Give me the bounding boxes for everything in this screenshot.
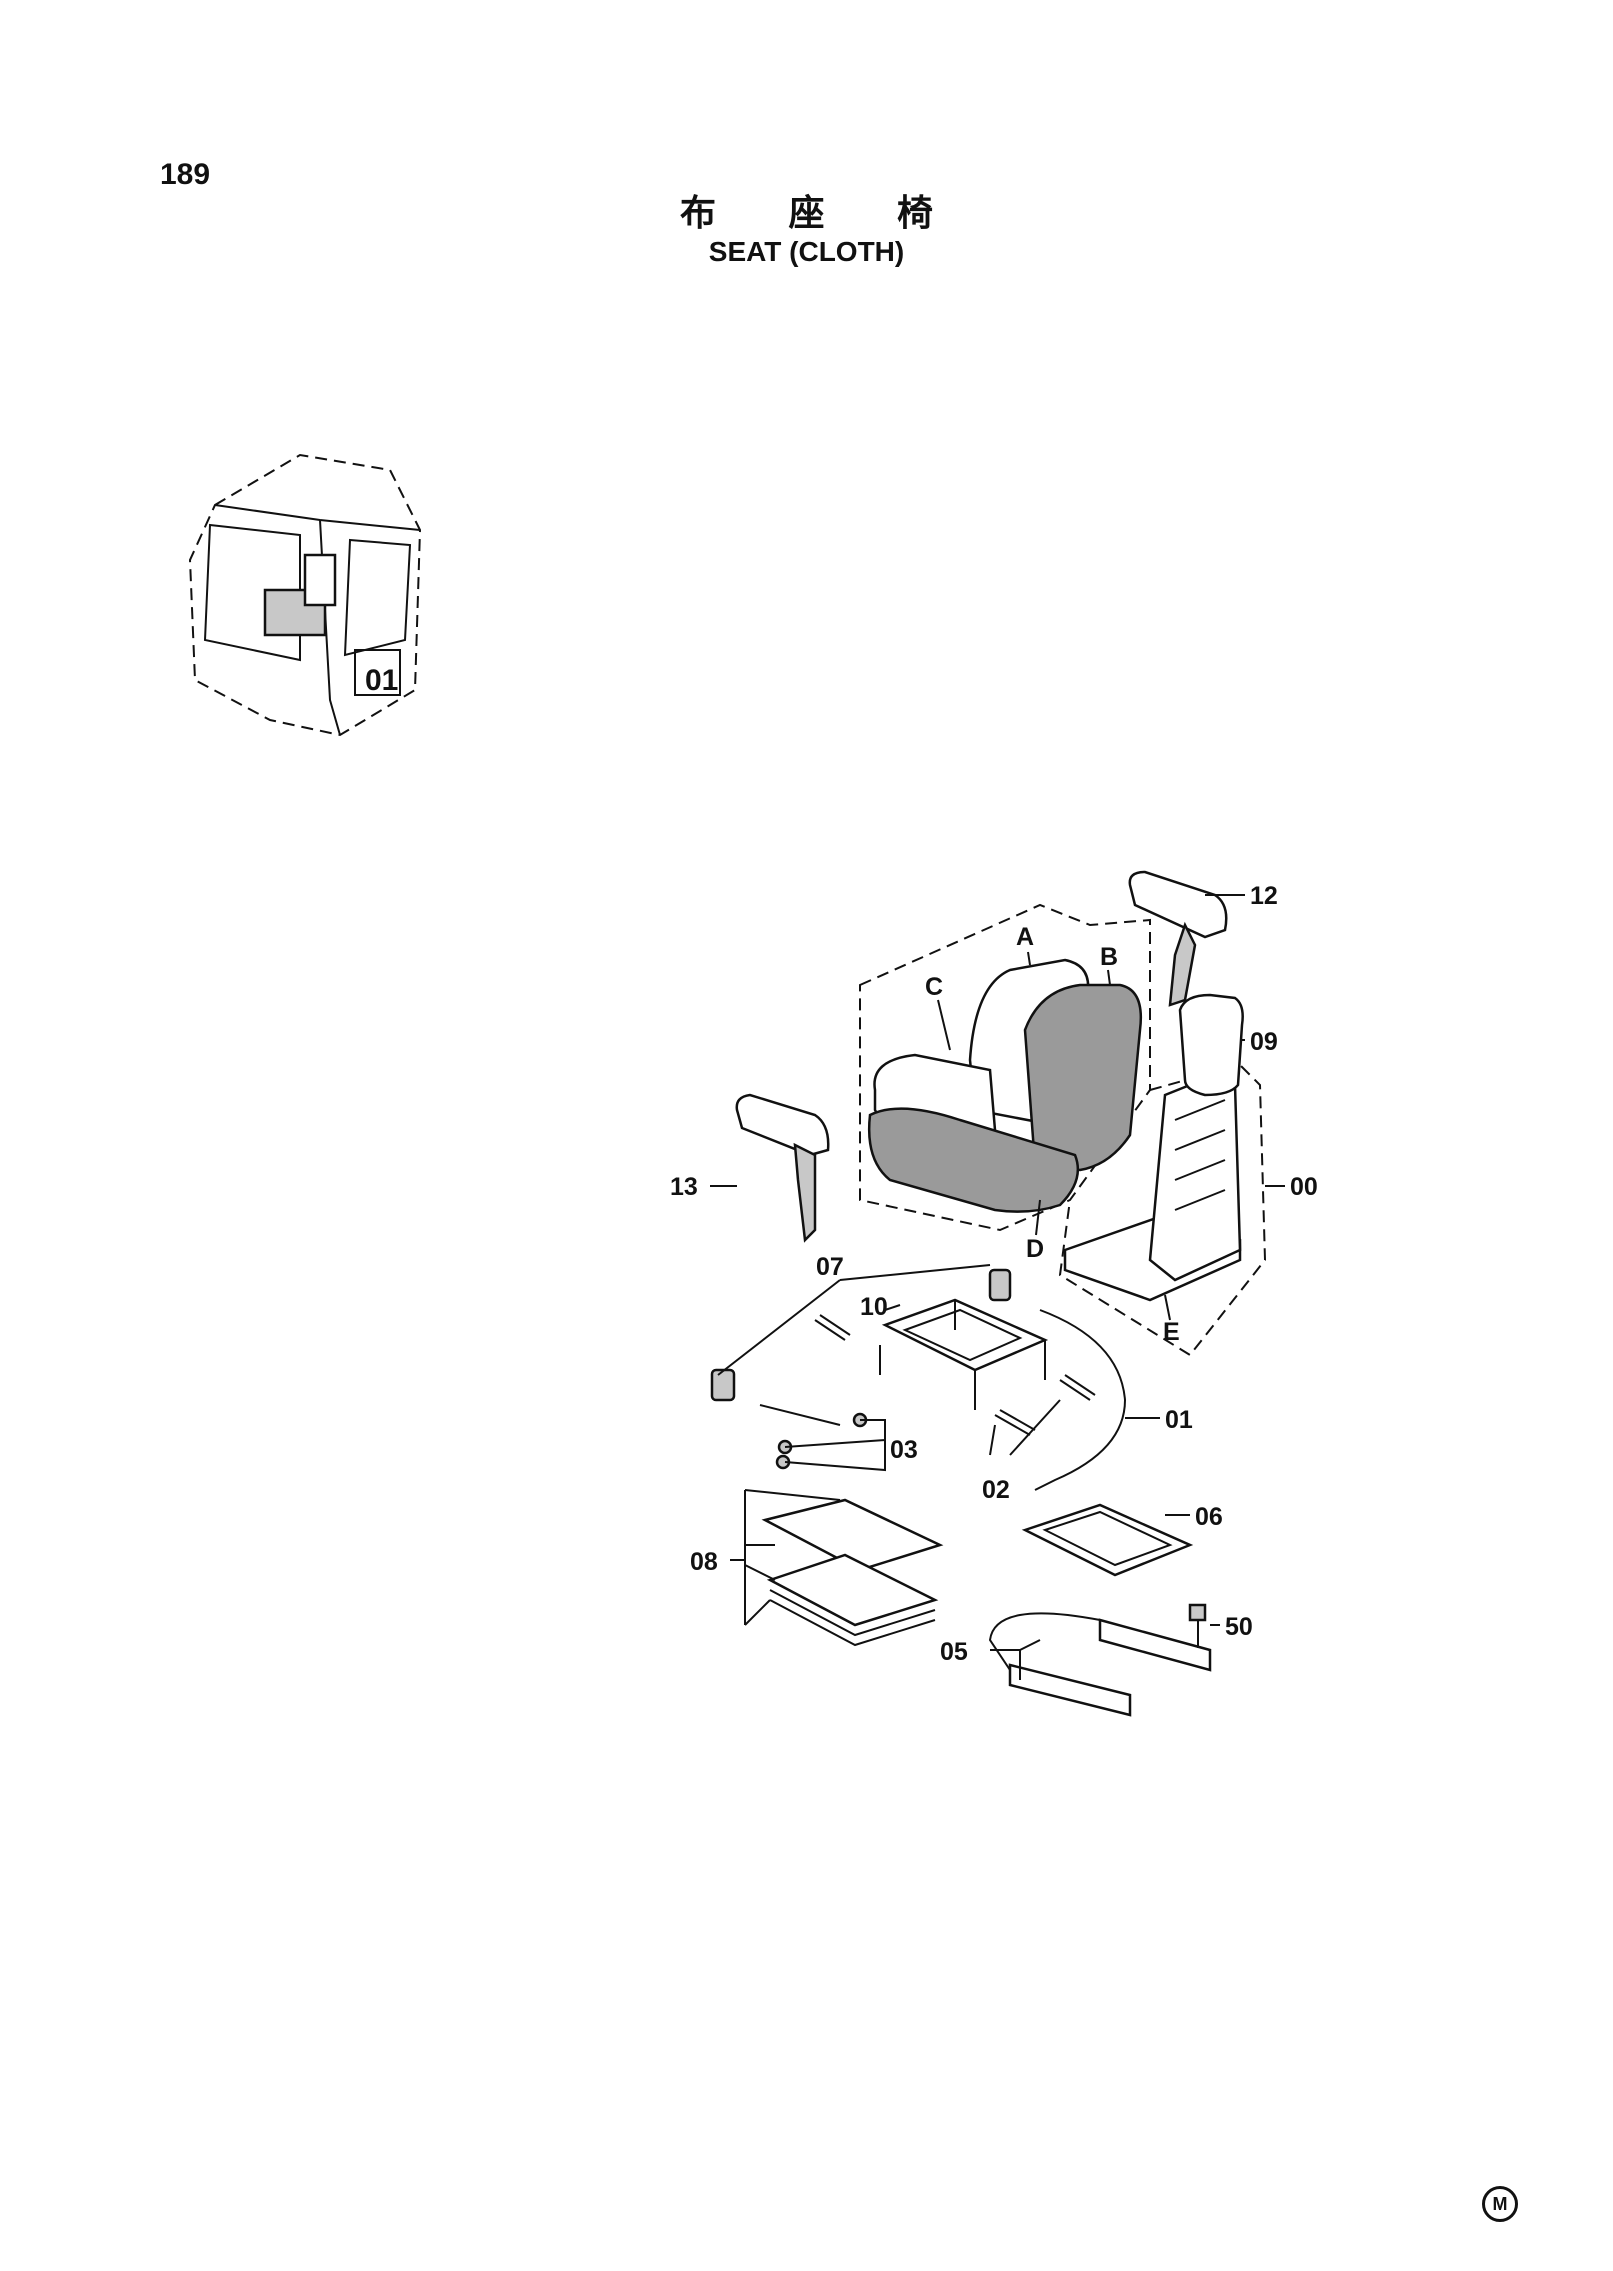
label-50: 50 — [1225, 1613, 1253, 1641]
bolt — [1188, 1603, 1207, 1622]
title-english: SEAT (CLOTH) — [708, 236, 905, 267]
rod — [759, 1404, 841, 1426]
label-00: 00 — [1290, 1173, 1318, 1201]
label-D: D — [1026, 1235, 1044, 1263]
label-02: 02 — [982, 1476, 1010, 1504]
spring — [814, 1314, 851, 1341]
headrest — [1178, 993, 1244, 1097]
label-01: 01 — [1165, 1406, 1193, 1434]
label-E: E — [1163, 1318, 1180, 1346]
cable — [1034, 1309, 1127, 1491]
page-number: 189 — [160, 158, 211, 191]
slide-rail-set — [761, 1498, 944, 1572]
slide-rail — [1098, 1618, 1212, 1672]
label-06: 06 — [1195, 1503, 1223, 1531]
label-10: 10 — [860, 1293, 888, 1321]
title-chinese: 布 座 椅 — [679, 193, 964, 234]
back-cushion — [1023, 983, 1143, 1172]
seat-cushion — [868, 1107, 1080, 1213]
link-part — [988, 1268, 1012, 1302]
label-13: 13 — [670, 1173, 698, 1201]
label-A: A — [1016, 923, 1034, 951]
label-08: 08 — [690, 1548, 718, 1576]
right-armrest — [1128, 870, 1228, 939]
label-03: 03 — [890, 1436, 918, 1464]
manufacturer-mark: M — [1482, 2186, 1518, 2222]
label-07: 07 — [816, 1253, 844, 1281]
cab-seat-marker: 01 — [365, 664, 398, 697]
label-C: C — [925, 973, 943, 1001]
suspension-frame — [881, 1298, 1049, 1372]
label-B: B — [1100, 943, 1118, 971]
cab-locator-illustration: 01 — [188, 453, 422, 737]
left-armrest — [735, 1093, 830, 1157]
label-12: 12 — [1250, 882, 1278, 910]
label-09: 09 — [1250, 1028, 1278, 1056]
label-05: 05 — [940, 1638, 968, 1666]
